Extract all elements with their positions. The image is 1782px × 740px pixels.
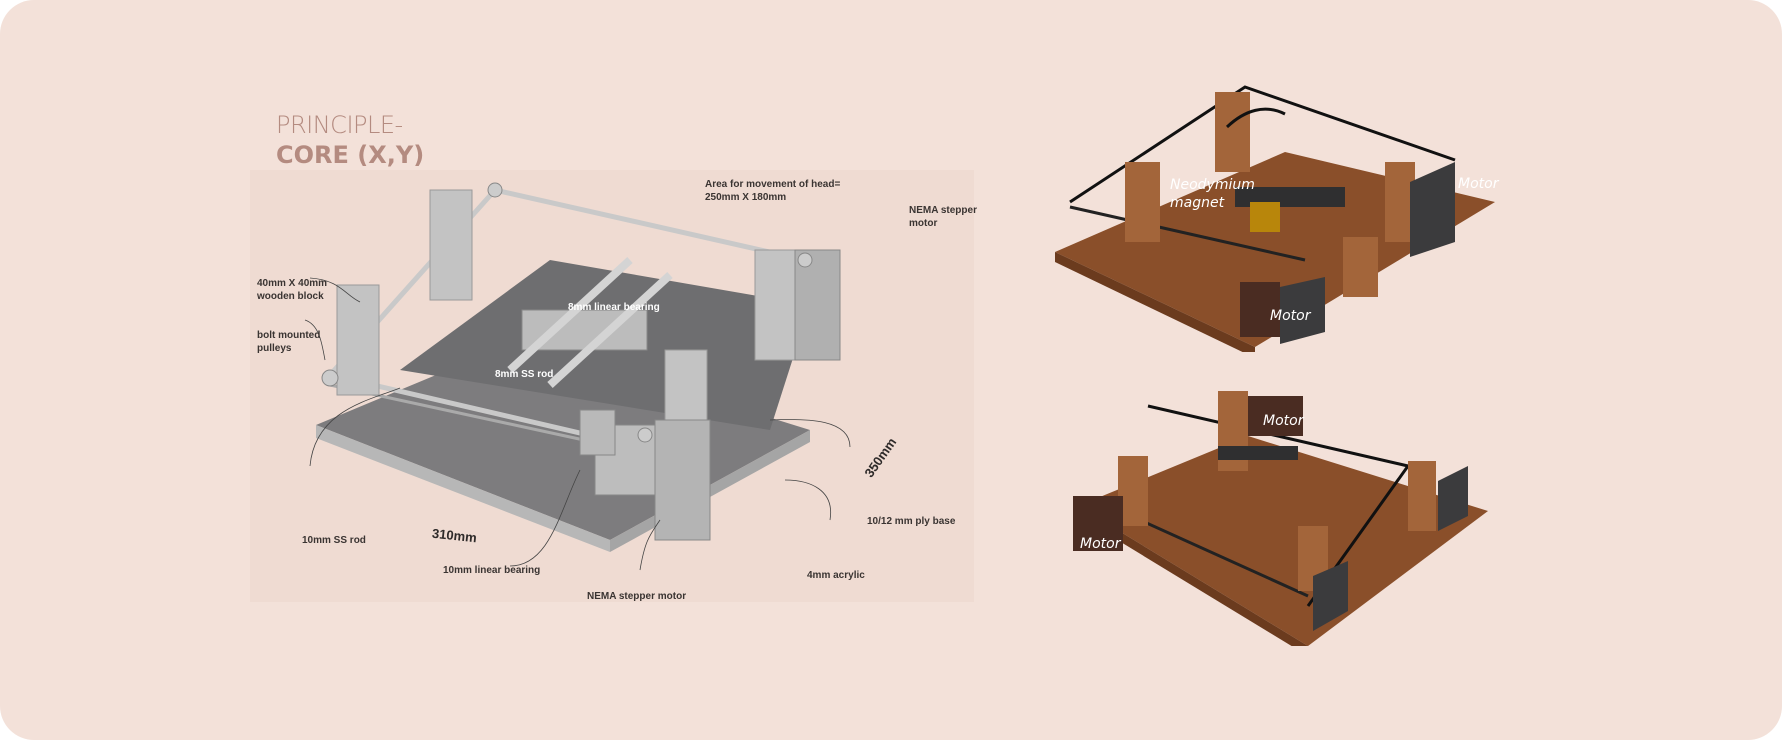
nema-top-line-1: NEMA stepper [909, 205, 977, 216]
title-line-2: CORE (X,Y) [276, 141, 425, 169]
block-label: 40mm X 40mm wooden block [257, 277, 327, 303]
corexy-schematic: Area for movement of head=250mm X 180mm … [250, 170, 977, 602]
magnet-label: Neodymium magnet [1170, 176, 1255, 212]
schematic-drawing [304, 182, 851, 571]
area-label-line-2: 250mm X 180mm [705, 192, 787, 203]
acrylic-label: 4mm acrylic [807, 570, 865, 581]
motor-right-label: Motor [1458, 176, 1499, 192]
render-bottom: Motor Motor [1068, 386, 1493, 656]
render-top: Neodymium magnet Motor Motor [1055, 82, 1500, 358]
rod-8mm-label: 8mm SS rod [495, 369, 554, 380]
pulleys-label: bolt mounted pulleys [257, 329, 320, 355]
area-label-line-1: Area for movement of head= [705, 179, 841, 190]
nema-bottom-label: NEMA stepper motor [587, 591, 687, 602]
nema-top-label: NEMA stepper motor [909, 204, 977, 230]
magnet-label-line-2: magnet [1170, 195, 1225, 211]
motor-left-label: Motor [1080, 536, 1121, 552]
bearing-10mm-label: 10mm linear bearing [443, 565, 541, 576]
motor-back-label: Motor [1263, 413, 1304, 429]
title-line-1: PRINCIPLE- [276, 111, 403, 139]
pulleys-label-line-1: bolt mounted [257, 330, 321, 341]
block-label-line-2: wooden block [257, 291, 324, 302]
ply-label: 10/12 mm ply base [867, 516, 956, 527]
bearing-8mm-label: 8mm linear bearing [568, 302, 660, 313]
rod-10mm-label: 10mm SS rod [302, 535, 366, 546]
render-top-image [1055, 85, 1495, 358]
nema-top-line-2: motor [909, 218, 938, 229]
magnet-label-line-1: Neodymium [1170, 177, 1255, 193]
motor-front-label: Motor [1270, 308, 1311, 324]
area-label: Area for movement of head= 250mm X 180mm [705, 178, 840, 204]
render-bottom-image [1073, 391, 1488, 656]
slide-title: PRINCIPLE- CORE (X,Y) [276, 110, 424, 170]
block-label-line-1: 40mm X 40mm [257, 278, 328, 289]
pulleys-label-line-2: pulleys [257, 343, 292, 354]
